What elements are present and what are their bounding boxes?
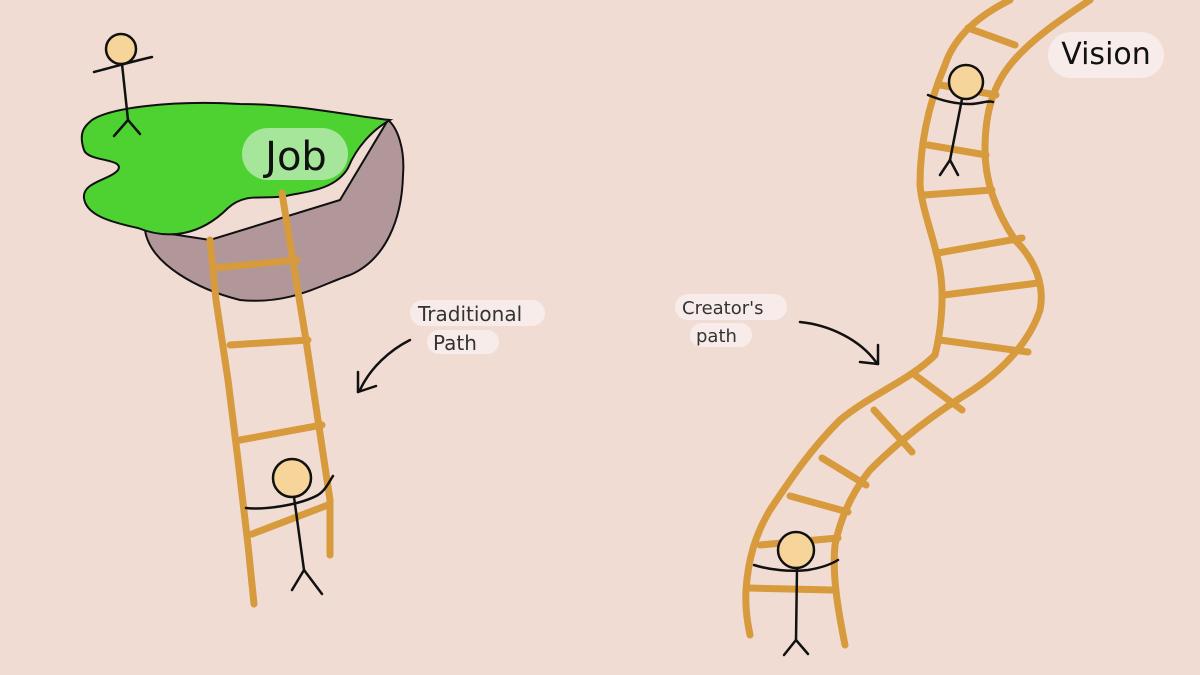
stick-figure-climbing-traditional <box>244 457 335 596</box>
figure-head <box>947 63 985 101</box>
traditional-label-line2: Path <box>433 331 477 355</box>
ladder-rung <box>934 234 1026 257</box>
ladder-rung <box>248 501 332 538</box>
creator-label-line1: Creator's <box>682 298 763 319</box>
figure-head <box>104 32 138 66</box>
ladder-rung <box>870 406 916 456</box>
creator-label-bg-2 <box>690 323 752 347</box>
ladder-rail-right <box>830 0 1094 649</box>
ladder-rung <box>940 279 1042 299</box>
ladder-rung <box>226 336 312 349</box>
figure-head <box>271 457 313 499</box>
ladder-rung <box>964 24 1019 49</box>
creator-label-bg <box>675 294 787 320</box>
ladder-rung <box>818 454 870 489</box>
figure-head <box>776 530 816 570</box>
stick-figure-at-job <box>92 32 154 138</box>
ladder-rail-left <box>742 0 1014 639</box>
ladder-rung <box>786 492 852 516</box>
creator-ladder <box>742 0 1094 649</box>
ladder-rail-left <box>206 236 258 608</box>
job-label-bg <box>242 128 348 180</box>
stick-figure-near-vision <box>926 63 995 177</box>
ladder-rail-right <box>278 189 334 559</box>
job-label: Job <box>262 134 327 180</box>
creators-arrow <box>798 320 880 366</box>
creator-label-line2: path <box>696 326 737 347</box>
job-island: Job <box>80 101 405 302</box>
stick-figure-climbing-creator <box>752 530 840 657</box>
traditional-ladder <box>206 189 334 608</box>
ladder-rung <box>911 371 966 414</box>
vision-label-text: Vision <box>1061 37 1151 72</box>
ladder-rung <box>744 584 836 594</box>
traditional-label-line1: Traditional <box>417 302 522 326</box>
ladder-rung <box>924 141 990 159</box>
ladder-rung <box>236 421 326 444</box>
ladder-rung <box>936 336 1032 356</box>
traditional-label-bg <box>410 300 545 326</box>
traditional-arrow <box>356 338 412 394</box>
ladder-rung <box>920 186 996 199</box>
ladder-rung <box>210 256 301 272</box>
vision-label: Vision <box>1048 32 1164 78</box>
creators-path-label: Creator's path <box>675 294 787 347</box>
vision-label-bg <box>1048 32 1164 78</box>
traditional-path-label: Traditional Path <box>410 300 545 355</box>
traditional-label-bg-2 <box>427 330 499 354</box>
